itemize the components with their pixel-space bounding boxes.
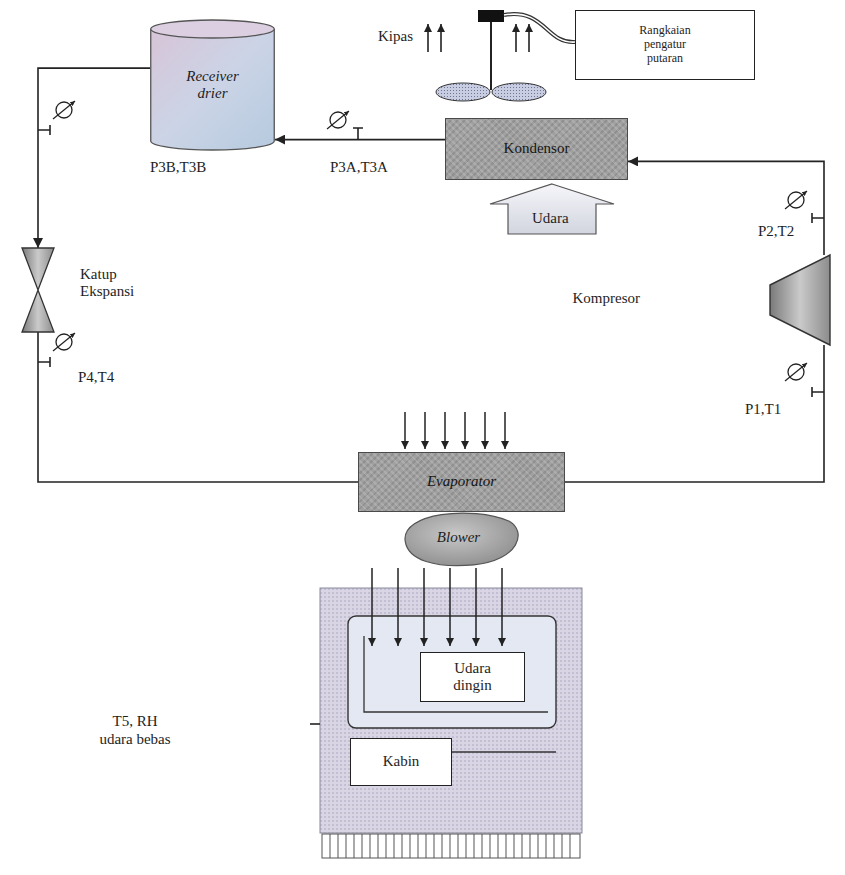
condenser-box: Kondensor bbox=[445, 118, 628, 180]
airflow-arrow bbox=[501, 568, 503, 646]
refrigerant-pipe bbox=[565, 345, 824, 482]
compressor-symbol bbox=[770, 255, 830, 345]
air-inlet-arrow bbox=[490, 184, 614, 234]
airflow-arrow bbox=[504, 412, 506, 449]
airflow-arrow bbox=[423, 568, 425, 646]
expansion-valve: Katup Ekspansi bbox=[22, 248, 54, 332]
cabin-box: Kabin bbox=[350, 738, 452, 786]
duct-wall bbox=[364, 636, 548, 712]
sensor-stub bbox=[310, 723, 320, 725]
blower-housing bbox=[405, 513, 518, 566]
component-label: Rangkaian pengatur putaran bbox=[629, 24, 701, 65]
duct-outline bbox=[348, 616, 556, 728]
pressure-gauge bbox=[327, 111, 349, 129]
refrigerant-pipe bbox=[275, 139, 445, 141]
grille-bars bbox=[330, 834, 570, 858]
airflow-arrow bbox=[464, 412, 466, 449]
trapezoid-outline bbox=[770, 255, 830, 345]
control-circuit-box: Rangkaian pengatur putaran bbox=[575, 10, 755, 80]
airflow-arrow bbox=[528, 24, 530, 52]
sensor-stub bbox=[38, 357, 50, 367]
component-label: Receiver drier bbox=[178, 68, 248, 103]
refrigerant-pipe bbox=[38, 332, 358, 482]
airflow-arrow bbox=[444, 412, 446, 449]
component-label: Evaporator bbox=[427, 473, 496, 490]
airflow-arrow bbox=[404, 412, 406, 449]
component-label: Udara dingin bbox=[443, 660, 503, 695]
gauge-needle bbox=[53, 101, 75, 119]
measurement-point: P4,T4 bbox=[78, 368, 114, 386]
airflow-arrow bbox=[424, 412, 426, 449]
refrigerant-pipe bbox=[628, 161, 824, 255]
fan-cable bbox=[504, 14, 575, 42]
fan-cable bbox=[504, 14, 575, 42]
gauge-needle bbox=[785, 191, 807, 209]
sensor-stub bbox=[812, 213, 824, 223]
compressor: Kompresor bbox=[770, 255, 830, 345]
airflow-arrow bbox=[449, 568, 451, 646]
refrigerant-pipe bbox=[38, 68, 150, 248]
airflow-arrow bbox=[397, 568, 399, 646]
airflow-arrow bbox=[484, 412, 486, 449]
bowtie-outline bbox=[22, 248, 54, 332]
cabin-housing bbox=[320, 588, 582, 833]
measurement-point: P3B,T3B bbox=[150, 158, 206, 176]
pressure-gauge bbox=[53, 333, 75, 351]
cylinder-top bbox=[151, 20, 275, 38]
component-label: Kondensor bbox=[504, 140, 570, 157]
grille bbox=[322, 834, 580, 858]
airflow-arrow bbox=[371, 568, 373, 646]
fan-blade bbox=[436, 83, 490, 101]
cold-air-box: Udara dingin bbox=[420, 652, 525, 702]
blower-airflow bbox=[372, 568, 502, 646]
component-label: Kabin bbox=[383, 753, 420, 770]
airflow-arrow bbox=[427, 24, 429, 52]
pressure-gauge bbox=[785, 191, 807, 209]
airflow-arrow bbox=[515, 24, 517, 52]
evaporator-box: Evaporator bbox=[358, 452, 565, 512]
measurement-point: P3A,T3A bbox=[330, 158, 388, 176]
airflow-arrow bbox=[475, 568, 477, 646]
pressure-gauge bbox=[785, 363, 807, 381]
sensor-stub bbox=[353, 128, 363, 140]
sensor-stub bbox=[38, 125, 50, 135]
fan-motor bbox=[478, 10, 504, 22]
component-label: Blower bbox=[437, 529, 480, 546]
measurement-point: P2,T2 bbox=[758, 222, 794, 240]
evaporator-airflow bbox=[405, 412, 505, 449]
sensor-stub bbox=[812, 387, 824, 397]
grille-frame bbox=[322, 834, 580, 858]
blower: Blower bbox=[395, 510, 522, 566]
part-label: Kipas bbox=[378, 27, 413, 45]
measurement-point: T5, RH udara bebas bbox=[97, 712, 173, 748]
component-label: Kompresor bbox=[573, 290, 641, 307]
gauge-needle bbox=[327, 111, 349, 129]
gauge-needle bbox=[53, 333, 75, 351]
fan-shaft bbox=[490, 22, 492, 90]
fan-blade bbox=[492, 83, 546, 101]
valve-symbol bbox=[22, 248, 54, 332]
part-label: Udara bbox=[532, 209, 569, 227]
gauge-needle bbox=[785, 363, 807, 381]
pressure-gauge bbox=[53, 101, 75, 119]
component-label: Katup Ekspansi bbox=[80, 266, 156, 301]
cylinder-body bbox=[151, 29, 275, 150]
fan-symbol bbox=[428, 10, 575, 101]
measurement-point: P1,T1 bbox=[745, 400, 781, 418]
airflow-arrow bbox=[440, 24, 442, 52]
cabin-wall bbox=[452, 751, 556, 752]
receiver-drier: Receiver drier bbox=[150, 20, 275, 150]
